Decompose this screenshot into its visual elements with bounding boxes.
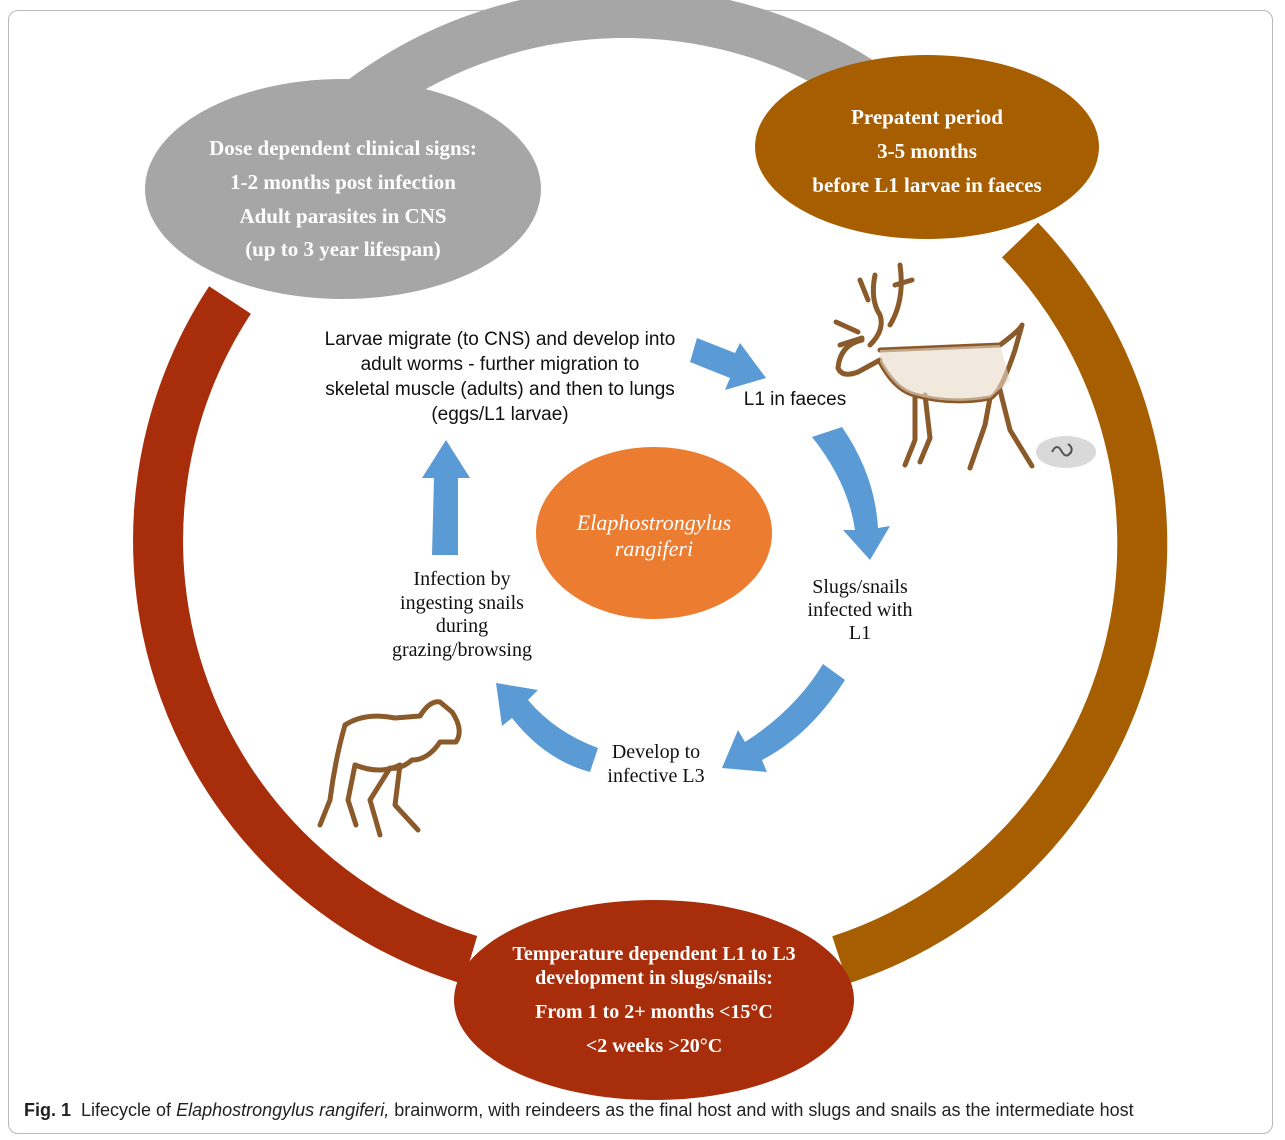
- caption-species: Elaphostrongylus rangiferi,: [176, 1100, 390, 1120]
- figure-caption: Fig. 1 Lifecycle of Elaphostrongylus rang…: [24, 1100, 1264, 1121]
- caption-text-1: Lifecycle of: [81, 1100, 172, 1120]
- slugs-line-2: infected with: [808, 599, 913, 621]
- arrow-develop-to-infection: [496, 683, 598, 772]
- clinical-signs-oval: [145, 79, 541, 299]
- temperature-line-2: development in slugs/snails:: [535, 967, 773, 989]
- arrow-migration-to-faeces: [690, 338, 766, 390]
- brown-ring-arc: [832, 222, 1168, 984]
- cycle-arrows: [422, 338, 890, 772]
- arrow-slugs-to-develop: [722, 664, 845, 772]
- red-ring-arc: [133, 286, 478, 984]
- calf-icon: [317, 699, 462, 838]
- clinical-line-1: Dose dependent clinical signs:: [209, 136, 477, 160]
- caption-label: Fig. 1: [24, 1100, 72, 1120]
- caption-text-2: brainworm, with reindeers as the final h…: [394, 1100, 1134, 1120]
- slugs-line-3: L1: [849, 622, 871, 644]
- prepatent-line-3: before L1 larvae in faeces: [812, 173, 1041, 197]
- migration-line-3: skeletal muscle (adults) and then to lun…: [325, 379, 675, 400]
- arrow-infection-to-migration: [422, 440, 470, 555]
- temperature-line-1: Temperature dependent L1 to L3: [512, 943, 795, 965]
- migration-line-1: Larvae migrate (to CNS) and develop into: [325, 329, 676, 350]
- reindeer-body-fill: [880, 345, 1010, 401]
- migration-line-2: adult worms - further migration to: [361, 354, 640, 375]
- faeces-line-1: L1 in faeces: [744, 389, 846, 410]
- infection-line-3: during: [436, 615, 488, 637]
- parasite-center-oval: [536, 447, 772, 619]
- develop-line-1: Develop to: [612, 741, 700, 763]
- center-line-2: rangiferi: [615, 536, 693, 561]
- clinical-line-4: (up to 3 year lifespan): [245, 237, 441, 261]
- prepatent-line-2: 3-5 months: [877, 139, 977, 163]
- temperature-dependent-oval: [454, 900, 854, 1100]
- infection-line-1: Infection by: [413, 568, 510, 590]
- develop-line-2: infective L3: [607, 765, 704, 787]
- prepatent-period-oval: [755, 55, 1099, 239]
- infection-line-2: ingesting snails: [400, 592, 524, 614]
- prepatent-line-1: Prepatent period: [851, 105, 1003, 129]
- arrow-faeces-to-slugs: [812, 427, 890, 560]
- slugs-line-1: Slugs/snails: [812, 576, 908, 598]
- temperature-line-3: From 1 to 2+ months <15°C: [535, 1001, 773, 1023]
- grey-ring-arc: [334, 0, 895, 130]
- faeces-larvae-icon: [1036, 436, 1096, 468]
- infection-line-4: grazing/browsing: [392, 639, 532, 661]
- temperature-line-4: <2 weeks >20°C: [586, 1035, 722, 1057]
- clinical-line-3: Adult parasites in CNS: [239, 204, 446, 228]
- migration-line-4: (eggs/L1 larvae): [431, 404, 568, 425]
- center-line-1: Elaphostrongylus: [576, 510, 731, 535]
- clinical-line-2: 1-2 months post infection: [230, 170, 456, 194]
